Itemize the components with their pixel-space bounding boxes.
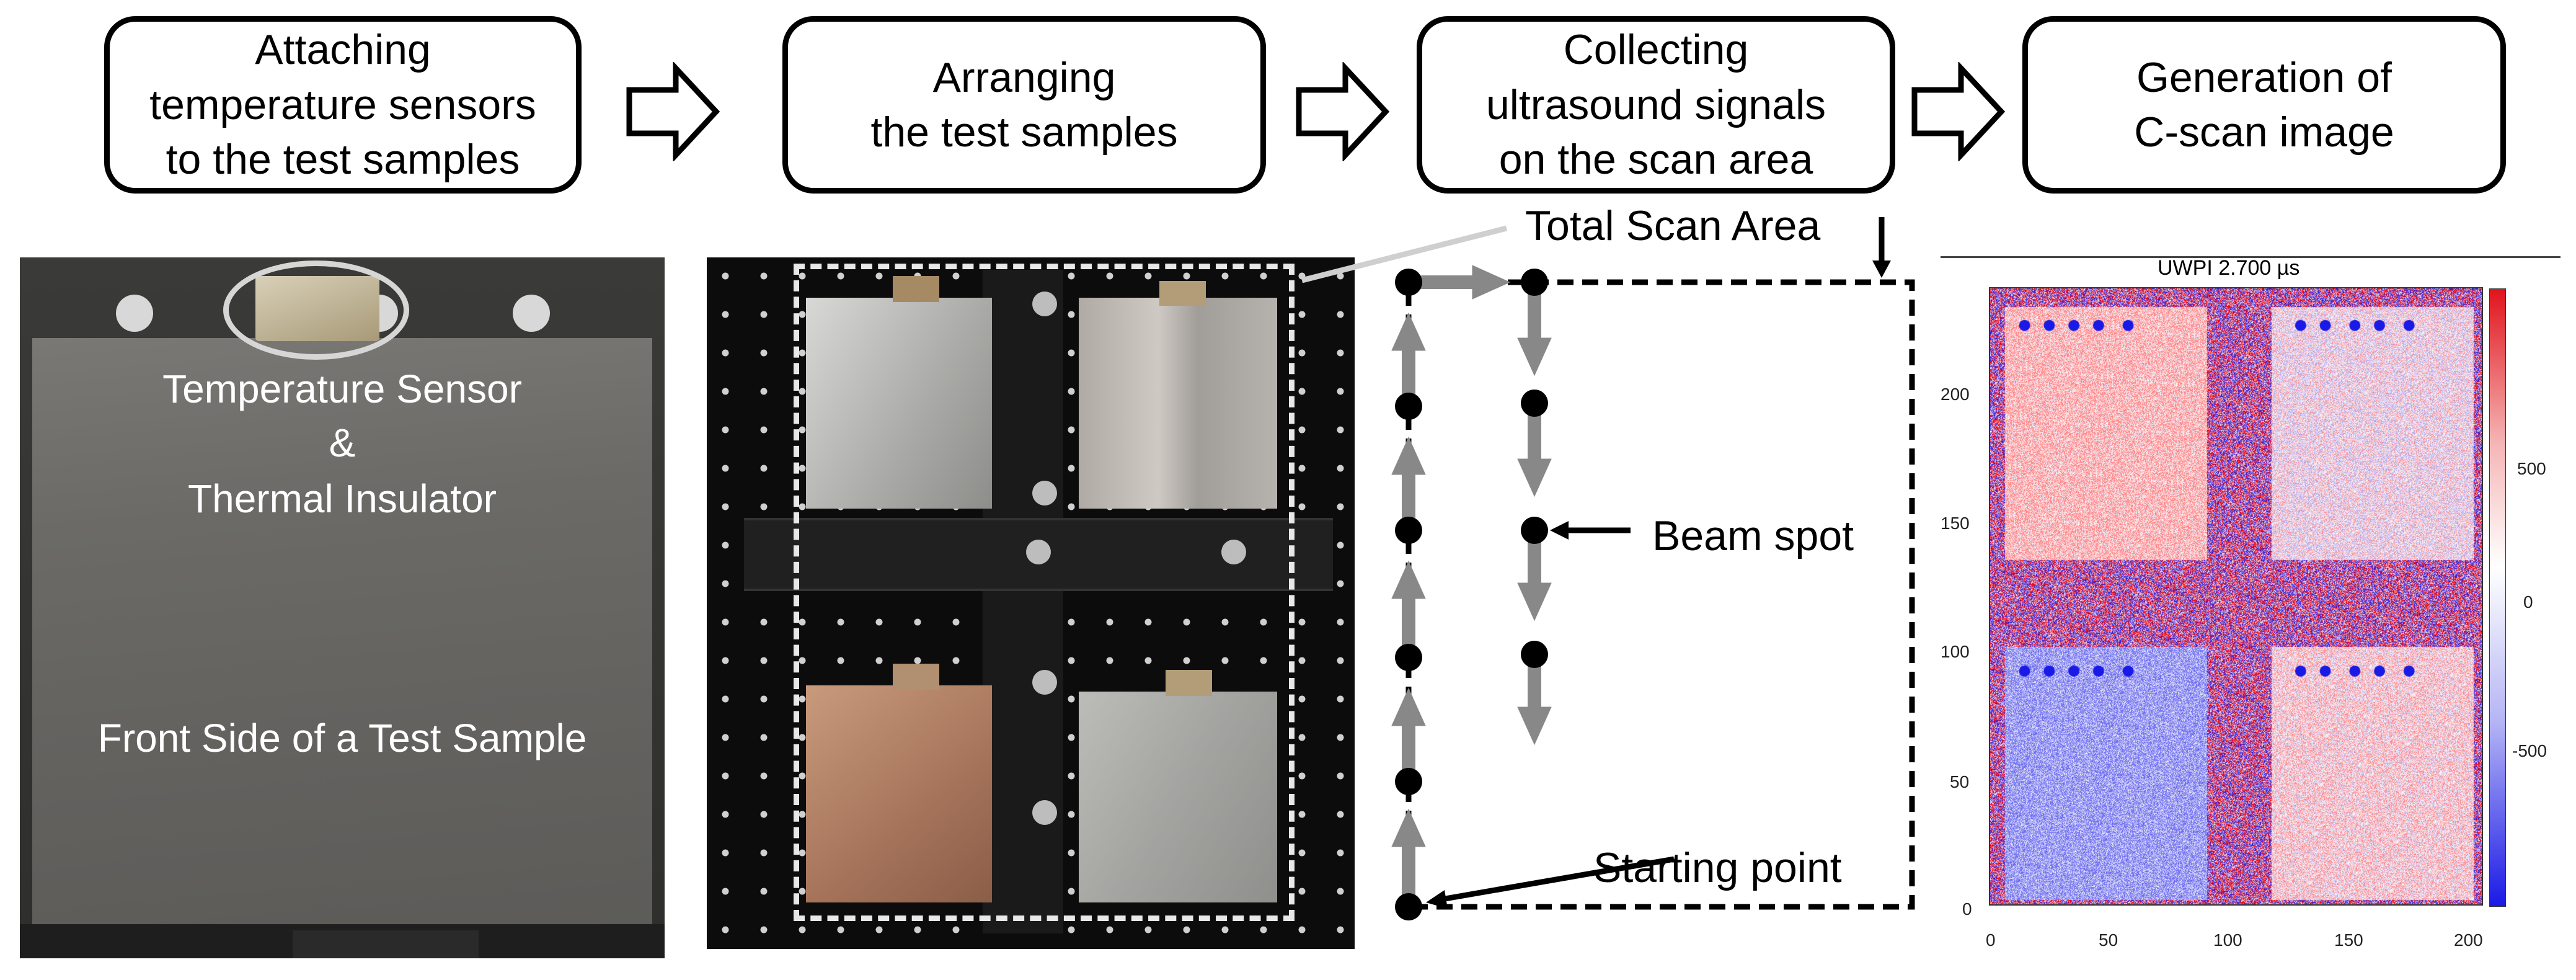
- y-tick: 100: [1941, 642, 1970, 661]
- total-scan-area-label: Total Scan Area: [1525, 202, 1821, 249]
- y-tick: 150: [1941, 514, 1970, 533]
- sensor-block: [893, 276, 939, 302]
- x-tick: 200: [2454, 930, 2483, 950]
- right-arrow-icon: [1911, 62, 2006, 161]
- colorbar-tick: 500: [2517, 459, 2546, 478]
- x-tick: 50: [2099, 930, 2118, 950]
- sensor-label-line2: &: [329, 421, 356, 465]
- mount-base-block: [293, 930, 479, 958]
- cscan-canvas: [1990, 288, 2483, 906]
- bolt: [1026, 540, 1051, 564]
- right-arrow-icon: [1296, 62, 1390, 161]
- step-label: Attaching temperature sensors to the tes…: [149, 26, 536, 184]
- x-tick: 100: [2213, 930, 2242, 950]
- step-attaching-sensors: Attaching temperature sensors to the tes…: [104, 16, 582, 194]
- cscan-image: [1990, 288, 2483, 906]
- sample-plate-top-right: [1079, 298, 1277, 509]
- arranged-samples-photo: [707, 257, 1355, 949]
- total-scan-area-outline: [794, 264, 1295, 921]
- cscan-axis-frame: [1989, 287, 2483, 906]
- starting-point-label: Starting point: [1593, 844, 1842, 891]
- bolt: [1032, 800, 1057, 825]
- step-collecting-signals: Collecting ultrasound signals on the sca…: [1417, 16, 1895, 194]
- sample-plate-bottom-left: [806, 685, 992, 902]
- step-arranging-samples: Arranging the test samples: [782, 16, 1266, 194]
- sensor-block: [893, 664, 939, 690]
- sample-plate: [32, 338, 652, 933]
- sample-plate-top-left: [806, 298, 992, 509]
- bolt-hole: [116, 295, 153, 332]
- cscan-colorbar: [2489, 288, 2506, 907]
- bolt-hole: [513, 295, 550, 332]
- beam-spot-label: Beam spot: [1652, 512, 1854, 559]
- x-tick: 150: [2334, 930, 2363, 950]
- colorbar-tick: -500: [2512, 741, 2547, 760]
- bolt: [1032, 670, 1057, 695]
- cscan-top-rule: [1941, 256, 2561, 258]
- y-tick: 50: [1950, 772, 1970, 791]
- test-sample-photo: Temperature Sensor & Thermal Insulator F…: [20, 257, 665, 958]
- scan-path-diagram: [1391, 265, 1915, 920]
- bolt: [1032, 481, 1057, 506]
- y-tick: 200: [1941, 385, 1970, 404]
- sensor-label-line1: Temperature Sensor: [162, 367, 522, 411]
- step-label: Generation of C-scan image: [2134, 53, 2394, 156]
- step-generation-cscan: Generation of C-scan image: [2022, 16, 2506, 194]
- colorbar-tick: 0: [2523, 592, 2533, 612]
- bolt: [1221, 540, 1246, 564]
- x-tick: 0: [1986, 930, 1996, 950]
- right-arrow-icon: [626, 62, 720, 161]
- front-side-label: Front Side of a Test Sample: [97, 716, 587, 760]
- y-tick: 0: [1962, 899, 1972, 919]
- bolt: [1032, 292, 1057, 316]
- sensor-highlight-ellipse: [223, 261, 409, 360]
- sensor-block: [1159, 281, 1206, 306]
- sensor-label-line3: Thermal Insulator: [188, 476, 497, 521]
- cscan-title: UWPI 2.700 µs: [2158, 256, 2300, 280]
- sensor-block: [1166, 670, 1212, 696]
- step-label: Collecting ultrasound signals on the sca…: [1485, 26, 1826, 184]
- step-label: Arranging the test samples: [870, 53, 1178, 156]
- sample-plate-bottom-right: [1079, 692, 1277, 902]
